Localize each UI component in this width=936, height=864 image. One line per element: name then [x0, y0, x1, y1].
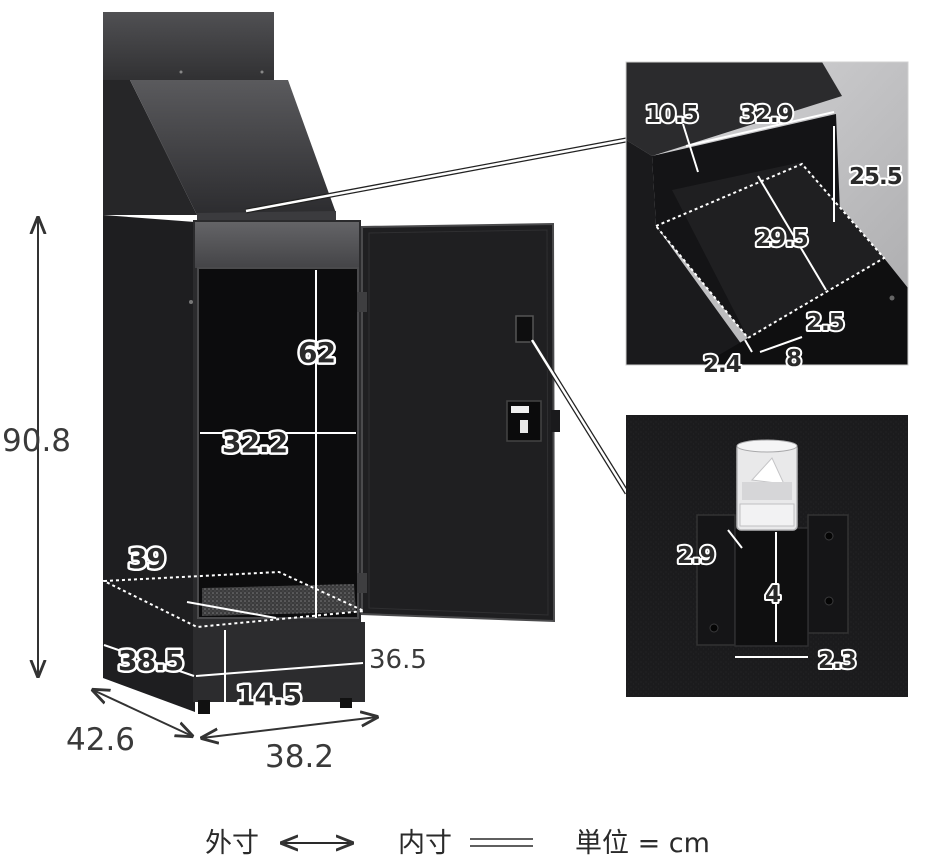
inset-chute-top-center-label: 32.9: [740, 102, 793, 128]
lock-cylinder: [736, 439, 798, 531]
inset-chute-right-label: 25.5: [849, 164, 902, 190]
inset-chute-bottom-left-label: 2.4: [703, 352, 741, 378]
inset-lock: [626, 415, 908, 697]
inner-height-label: 62: [298, 336, 335, 369]
inset-chute-bottom-right-label: 2.5: [806, 310, 844, 336]
floor-outline: [100, 570, 368, 629]
inset-left-wall: [626, 140, 742, 365]
storage-opening: [197, 267, 359, 619]
legend-unit-label: 単位 = cm: [575, 828, 710, 859]
screw: [260, 70, 264, 74]
base-side-line: [103, 644, 195, 677]
header-strip: [195, 222, 359, 268]
screw: [889, 295, 895, 301]
screw: [189, 300, 193, 304]
base-height-label: 14.5: [236, 679, 301, 712]
inset-top-panel: [626, 62, 842, 156]
base-side-label: 38.5: [118, 644, 183, 677]
inset-chute-bottom-center-label: 8: [786, 346, 801, 372]
delivery-box: [103, 12, 560, 714]
upper-side-panel: [103, 80, 197, 215]
inset-chute-center-label: 29.5: [755, 226, 808, 252]
inner-depth-label: 39: [128, 542, 165, 575]
legend: 外寸 内寸 単位 = cm: [205, 828, 710, 859]
lock-body: [734, 527, 809, 647]
door-lock: [506, 400, 560, 442]
legend-outer-label: 外寸: [205, 828, 259, 859]
inset-chute-top-left-label: 10.5: [645, 102, 698, 128]
foot: [198, 700, 210, 714]
inset-chute: [626, 62, 908, 365]
inner-depth-line: [186, 601, 277, 619]
inset-bottom: [702, 258, 908, 365]
depth-dimension-line: [93, 690, 192, 736]
inset-line-b: [685, 111, 835, 147]
bracket-hole: [824, 596, 834, 606]
pointer-chute: [245, 137, 627, 214]
inset-lock-left-label: 2.9: [677, 543, 715, 569]
depth-label: 42.6: [66, 722, 135, 758]
bracket-hole: [824, 531, 834, 541]
inset-lock-bottom-label: 2.3: [818, 648, 856, 674]
door-inner-edge: [368, 229, 549, 616]
pointer-lock: [529, 338, 630, 495]
inset-line-a: [682, 123, 699, 173]
base-panel: [193, 622, 365, 702]
bracket-hole: [709, 623, 719, 633]
side-panel: [103, 215, 195, 712]
floor-mat: [202, 584, 356, 616]
lock-plate-line: [727, 529, 743, 549]
chute-panel: [130, 80, 336, 215]
door: [361, 222, 556, 623]
hinge-upper: [357, 292, 367, 312]
inset-lock-center-label: 4: [765, 582, 780, 608]
width-dimension-line: [202, 717, 377, 738]
bracket-left-plate: [696, 514, 736, 646]
inner-width-label: 32.2: [222, 426, 287, 459]
inset-slope-outline: [654, 162, 886, 340]
inset-chute-frame: [625, 61, 909, 366]
chute-lip: [197, 211, 336, 222]
hinge-lower: [357, 573, 367, 593]
height-label: 90.8: [2, 423, 71, 459]
double-line-icon: [470, 838, 533, 847]
inset-line-d: [757, 175, 827, 291]
inset-line-f: [744, 339, 753, 353]
width-label: 38.2: [265, 739, 334, 775]
screw: [179, 70, 183, 74]
base-front-line: [195, 662, 364, 677]
inset-line-e: [759, 336, 803, 353]
legend-inner-label: 内寸: [398, 828, 452, 859]
door-handle: [515, 315, 534, 343]
inset-chute-slope: [672, 162, 884, 338]
base-front-label: 36.5: [369, 645, 427, 675]
foot: [340, 698, 352, 708]
top-back-panel: [103, 12, 274, 80]
